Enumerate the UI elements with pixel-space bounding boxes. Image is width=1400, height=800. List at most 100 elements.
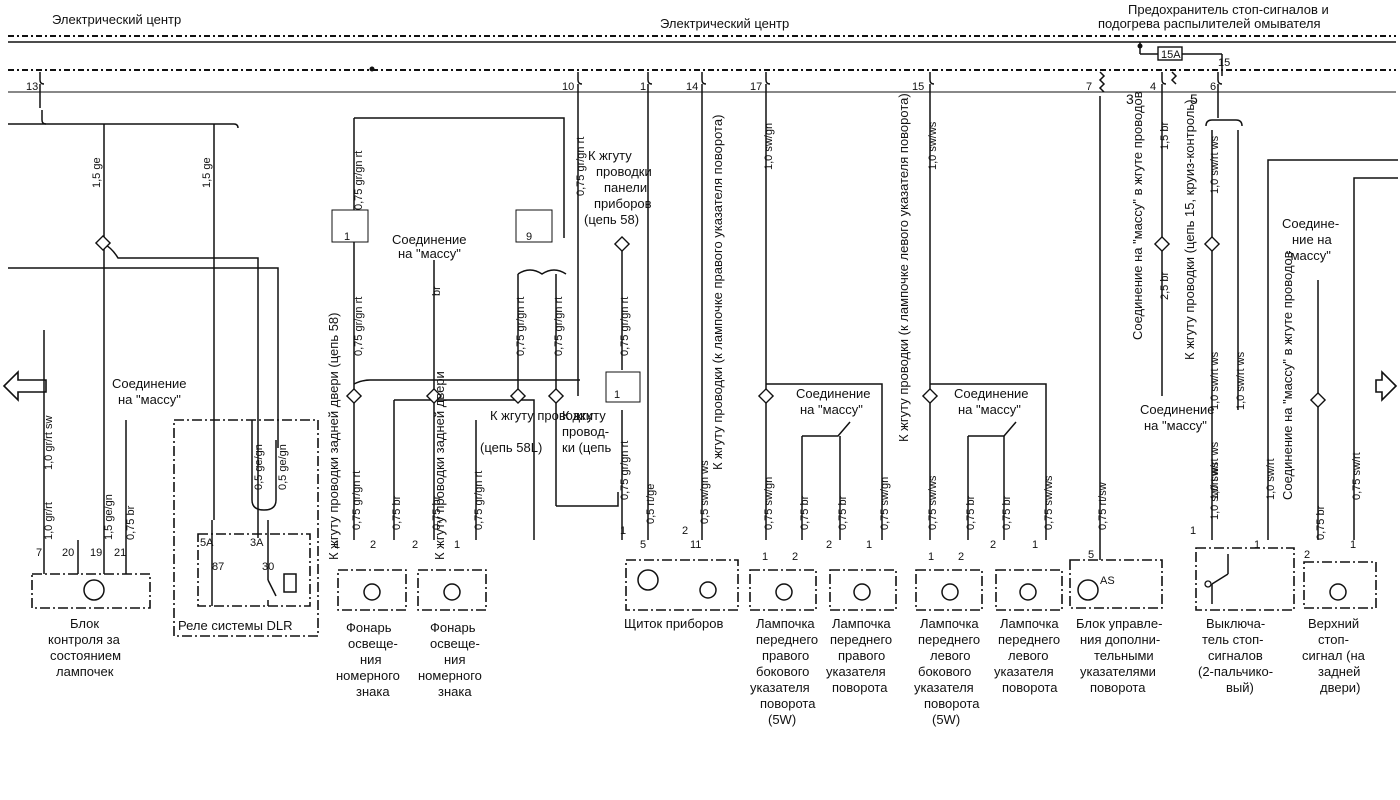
harness-58l-1: К жгуту проводки (490, 408, 593, 423)
wire-grrt: 1,0 gr/rt (43, 502, 55, 540)
frt-l2: переднего (830, 632, 892, 647)
harness-panel-5: (цепь 58) (584, 212, 639, 227)
wire-gegn: 1,5 ge/gn (103, 494, 115, 540)
ub-l2: стоп- (1318, 632, 1349, 647)
rf2-term-1: 1 (866, 539, 872, 551)
plate-lamp-2-l5: знака (438, 684, 472, 699)
splice-rh-c (1309, 391, 1327, 409)
upper-brake-box (1303, 561, 1377, 609)
lm-term-21: 21 (114, 547, 126, 559)
wire-br075a: 0,75 br (125, 505, 137, 540)
wire-grgnrt-d: 0,75 gr/gn rt (553, 297, 565, 356)
ground-mid-1: Соединение (392, 232, 467, 247)
ground-far-1: Соедине- (1282, 216, 1339, 231)
harness-k-1: К жгуту (562, 408, 606, 423)
dash-term-11: 11 (690, 539, 701, 551)
pin-17: 17 (750, 81, 762, 93)
plate-lamp-1-l5: знака (356, 684, 390, 699)
right-turn-harness: К жгуту проводки (к лампочке правого ука… (710, 115, 725, 470)
frs-l6: поворота (760, 696, 816, 711)
bsw-l1: Выключа- (1206, 616, 1265, 631)
wire-gegn05a: 0,5 ge/gn (253, 444, 265, 490)
bsw-l3: сигналов (1208, 648, 1263, 663)
atu-l3: тельными (1094, 648, 1154, 663)
fls-l2: переднего (918, 632, 980, 647)
dash-term-5: 5 (640, 539, 646, 551)
left-turn-harness: К жгуту проводки (к лампочке левого указ… (896, 93, 911, 442)
splice-plate-a (345, 387, 363, 405)
flt-l2: переднего (998, 632, 1060, 647)
frs-l4: бокового (756, 664, 809, 679)
wire-dash-a: 0,5 rt/ge (645, 484, 657, 524)
splice-lf (921, 387, 939, 405)
lf2-term-2: 2 (990, 539, 996, 551)
plate-lamp-2-bulb (443, 583, 461, 601)
wire-swrtws-a: 1,0 sw/rt ws (1209, 351, 1221, 410)
harness-panel-4: приборов (594, 196, 652, 211)
dashboard-box (625, 559, 739, 611)
bsw-l5: вый) (1226, 680, 1254, 695)
aux-term-as: AS (1100, 575, 1115, 587)
wire-rf-b: 0,75 br (799, 495, 811, 530)
pin-1: 1 (640, 81, 646, 93)
frt-l4: указателя (826, 664, 886, 679)
fuse-title-line2: подогрева распылителей омывателя (1098, 16, 1321, 31)
harness-58l-2: (цепь 58L) (480, 440, 542, 455)
bs-term-1b: 1 (1254, 539, 1260, 551)
front-left-turn-box (995, 569, 1063, 611)
brake-switch-box (1195, 547, 1295, 611)
front-left-side-label: Лампочка переднего левого бокового указа… (914, 616, 980, 727)
conn-box-a (331, 209, 369, 243)
frs-l5: указателя (750, 680, 810, 695)
front-left-turn-label: Лампочка переднего левого указателя пово… (994, 616, 1060, 695)
dashboard-wiring (647, 84, 703, 540)
lf-term-2: 2 (958, 551, 964, 563)
conn-box-b (515, 209, 553, 243)
upper-brake-label: Верхний стоп- сигнал (на задней двери) (1302, 616, 1366, 695)
dlr-term-5a: 5A (200, 537, 214, 549)
ground-harness-right: Соединение на "массу" в жгуте проводов (1130, 91, 1145, 340)
wire-ge-1: 1,5 ge (91, 157, 103, 188)
pin-10: 10 (562, 81, 574, 93)
brake-switch-contact (1206, 554, 1229, 604)
fuse-rating: 15A (1161, 49, 1181, 61)
wire-swgn: 1,0 sw/gn (763, 123, 775, 170)
header-center-title: Электрический центр (660, 16, 789, 31)
pl1-term-2: 2 (370, 539, 376, 551)
pin-15b: 15 (1218, 57, 1230, 69)
conn-box-a-pin: 1 (344, 231, 350, 243)
ground-left-1: Соединение (112, 376, 187, 391)
front-right-turn-box (829, 569, 897, 611)
rear-door-harness: К жгуту проводки задней двери (цепь 58) (326, 313, 341, 561)
wire-top-b: 0,75 sw/rt (1351, 452, 1363, 500)
lm-term-7: 7 (36, 547, 42, 559)
bsw-l4: (2-пальчико- (1198, 664, 1273, 679)
ub-l4: задней (1318, 664, 1360, 679)
dashboard-label: Щиток приборов (624, 616, 723, 631)
front-right-side-label: Лампочка переднего правого бокового указ… (750, 616, 818, 727)
wire-ge-2: 1,5 ge (201, 157, 213, 188)
plate-lamp-2-l1: Фонарь (430, 620, 476, 635)
front-right-turn-label: Лампочка переднего правого указателя пов… (826, 616, 892, 695)
frt-l1: Лампочка (832, 616, 891, 631)
rear-door-harness-2: К жгуту проводки задней двери (432, 371, 447, 560)
fuse-title-line1: Предохранитель стоп-сигналов и (1128, 2, 1329, 17)
lamp-monitor-label-1: Блок (70, 616, 99, 631)
frs-l1: Лампочка (756, 616, 815, 631)
wire-swws: 1,0 sw/ws (927, 121, 939, 170)
pin-5: 5 (1190, 91, 1198, 107)
plate-lamp-2-l4: номерного (418, 668, 482, 683)
fls-l6: поворота (924, 696, 980, 711)
wire-rf2-a: 0,75 br (837, 495, 849, 530)
flt-l4: указателя (994, 664, 1054, 679)
atu-l4: указателями (1080, 664, 1156, 679)
brake-switch-pivot (1204, 580, 1212, 588)
ground-left-2: на "массу" (118, 392, 181, 407)
wire-dash-b: 0,5 sw/gn ws (699, 460, 711, 524)
lamp-monitor-label-3: состоянием (50, 648, 121, 663)
wire-sw-a: 1,0 sw/rt ws (1209, 441, 1221, 500)
frt-l3: правого (838, 648, 885, 663)
wire-lf-b: 0,75 br (965, 495, 977, 530)
front-right-side-box (749, 569, 817, 611)
plate-lamp-2-l3: ния (444, 652, 465, 667)
